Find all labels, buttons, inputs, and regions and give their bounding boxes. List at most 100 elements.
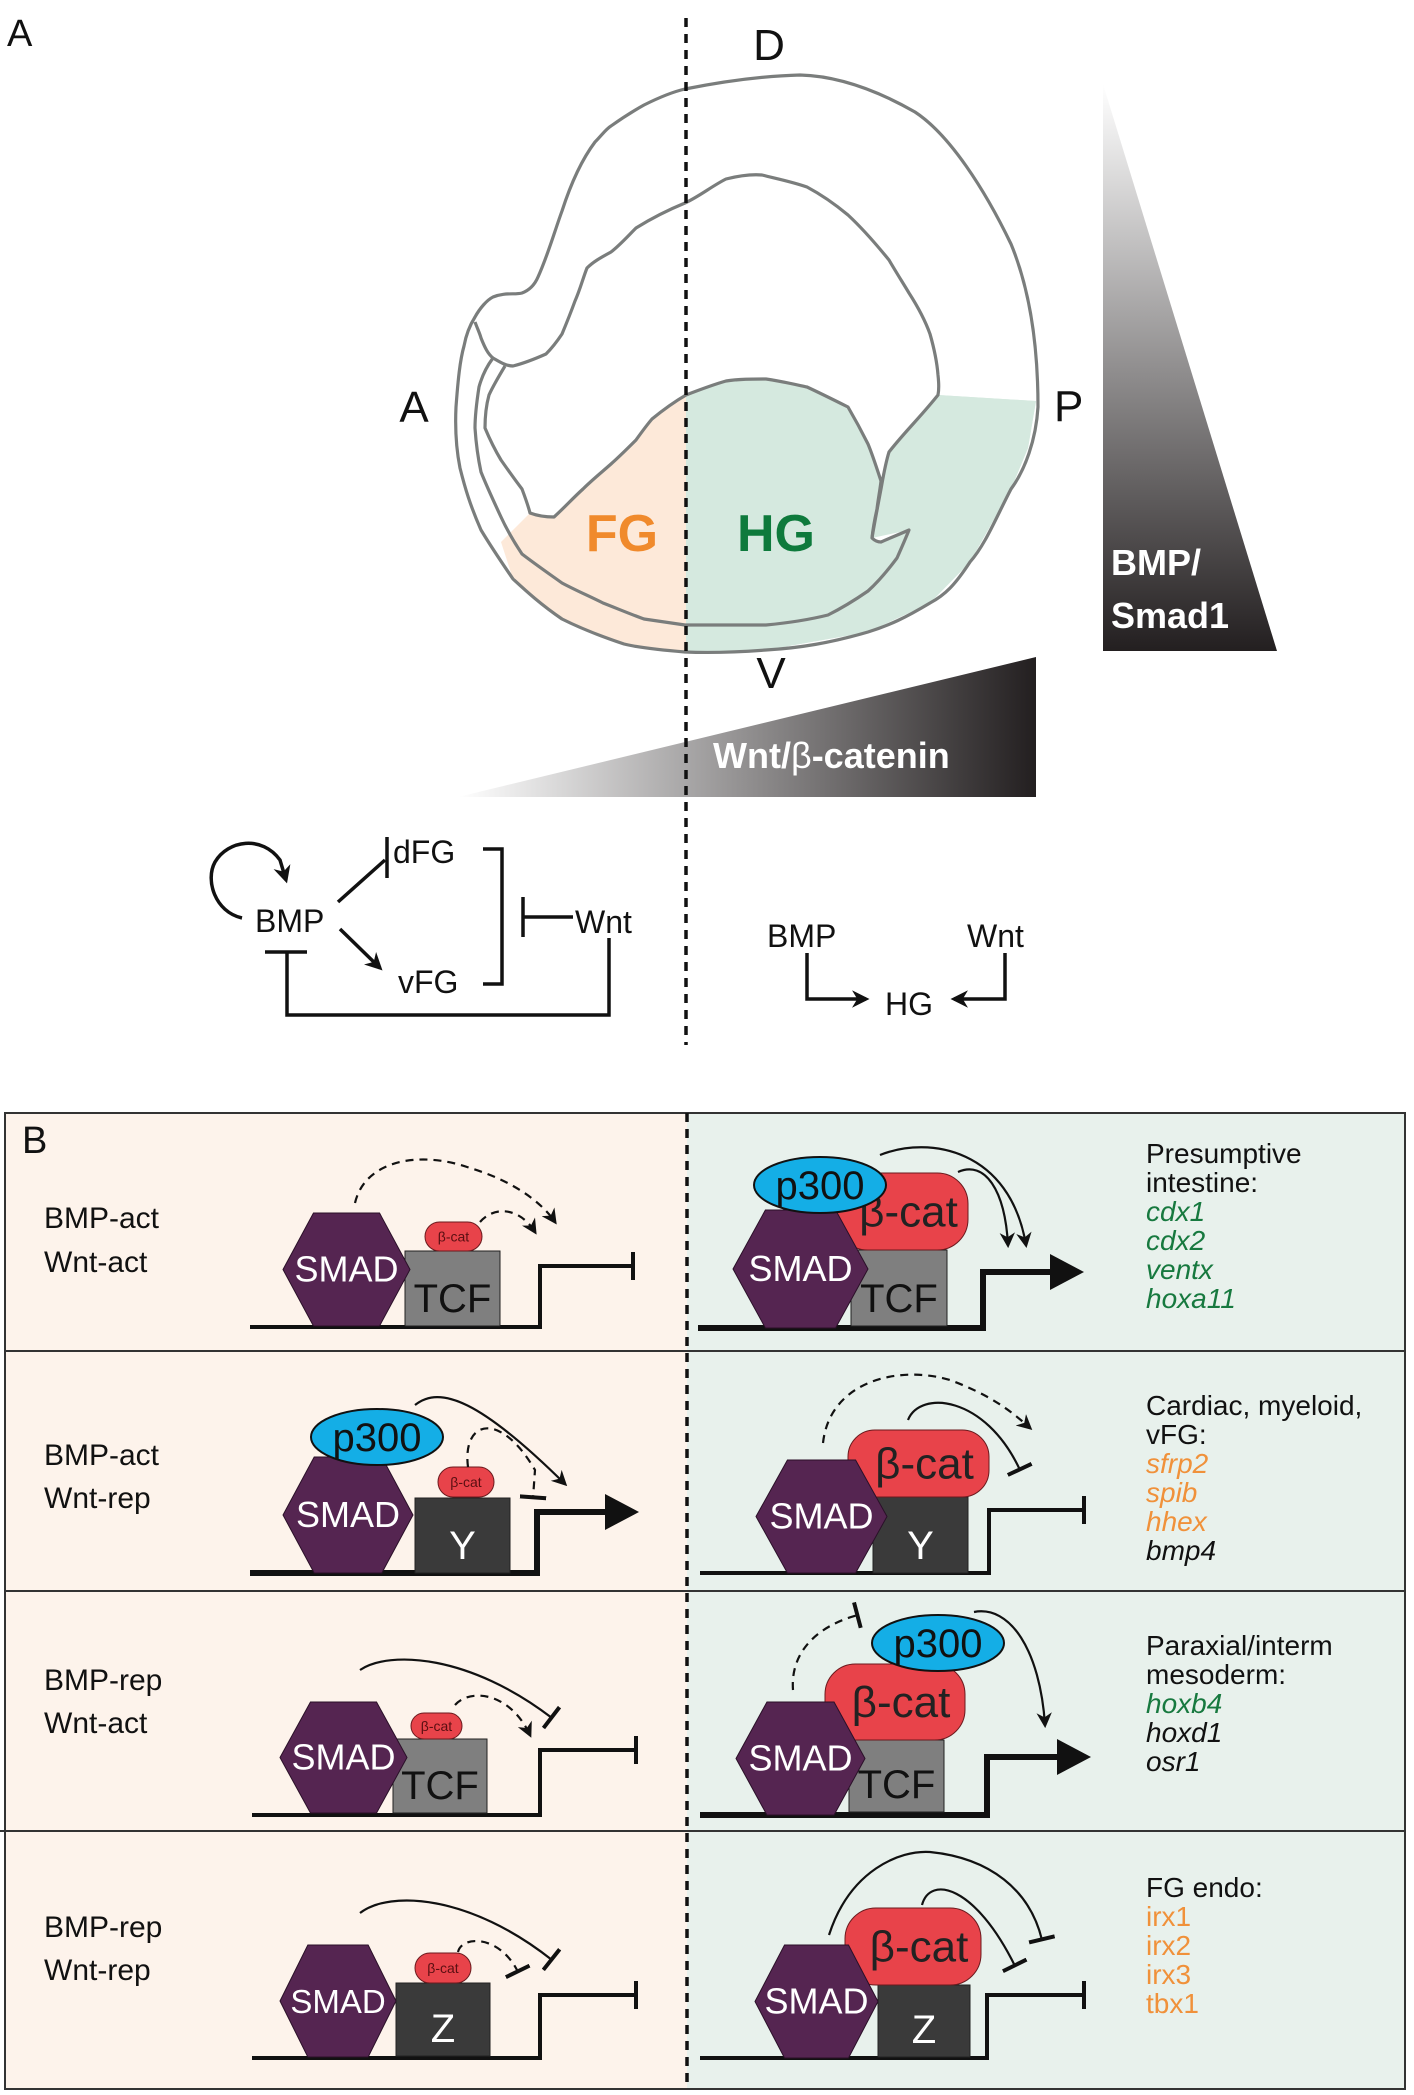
row3-bmp-label: BMP-rep	[44, 1664, 162, 1697]
row1-wnt-label: Wnt-act	[44, 1246, 148, 1279]
gene-list-heading: vFG:	[1146, 1419, 1207, 1450]
gene-list-heading: intestine:	[1146, 1167, 1258, 1198]
beta-cat-weak-activation-arc	[479, 1210, 537, 1235]
gene-list-heading: Presumptive	[1146, 1138, 1302, 1169]
gene-list-heading: Paraxial/interm	[1146, 1630, 1333, 1661]
beta-cat-weak-repression-arc	[466, 1427, 547, 1501]
beta-catenin-label: β-cat	[875, 1440, 974, 1489]
smad-repression-arc	[359, 1658, 562, 1730]
panel-a: A FG HG D A P V BMP/ Smad1 Wnt/β-catenin…	[7, 13, 1277, 1022]
transcription-complexes: TCFSMADβ-catTCFβ-catSMADp300YSMADp300β-c…	[250, 1146, 1091, 2060]
tcf-label: TCF	[414, 1277, 492, 1321]
p300-activation-arc	[414, 1396, 568, 1487]
gene-name: ventx	[1146, 1254, 1214, 1285]
net-left-dfg: dFG	[393, 834, 455, 870]
tcf-box	[404, 1250, 501, 1327]
bmp-inhibits-dfg-line	[336, 858, 387, 904]
axis-label-ventral: V	[756, 649, 786, 698]
beta-catenin-label: β-cat	[427, 1960, 459, 1976]
y-box	[414, 1497, 511, 1574]
gene-name: bmp4	[1146, 1535, 1216, 1566]
active-promoter-line	[250, 1509, 605, 1576]
transcription-arrowhead	[1050, 1254, 1084, 1290]
bmp-activates-hg-arrow	[805, 953, 870, 1008]
panel-b-border	[4, 1112, 1406, 2090]
smad-weak-activation-arc	[821, 1373, 1033, 1444]
tcf-label: TCF	[860, 1277, 938, 1321]
gene-name: hoxa11	[1146, 1283, 1236, 1314]
panel-b: B BMP-act Wnt-act BMP-act Wnt-rep BMP-re…	[0, 1112, 1406, 2090]
transcription-arrowhead	[605, 1494, 639, 1530]
beta-cat-repression-arc	[906, 1401, 1033, 1477]
row2-wnt-label: Wnt-rep	[44, 1482, 151, 1515]
embryo-inner-loop	[473, 173, 941, 627]
smad-label: SMAD	[764, 1981, 868, 2022]
beta-catenin-shape	[410, 1712, 463, 1740]
gene-name: tbx1	[1146, 1988, 1199, 2019]
gene-list-heading: FG endo:	[1146, 1872, 1263, 1903]
smad-label: SMAD	[291, 1737, 395, 1778]
tcf-box	[850, 1249, 948, 1327]
smad-repression-arc	[359, 1899, 562, 1972]
p300-activation-arc	[973, 1610, 1052, 1729]
beta-catenin-label: β-cat	[870, 1923, 969, 1972]
smad-hexagon	[735, 1701, 866, 1816]
bmp-autoactivation-arrow	[209, 841, 291, 920]
repressed-promoter-line	[252, 1748, 636, 1817]
foregut-label: FG	[586, 505, 658, 563]
foregut-bracket	[483, 847, 504, 986]
beta-catenin-shape	[424, 1221, 483, 1252]
axis-label-anterior: A	[399, 383, 429, 432]
p300-label: p300	[894, 1622, 983, 1666]
p300-label: p300	[333, 1416, 422, 1460]
y-box	[872, 1496, 969, 1574]
z-label: Z	[431, 2007, 455, 2051]
active-promoter-line	[700, 1754, 1057, 1818]
smad-hexagon	[279, 1944, 397, 2058]
z-label: Z	[912, 2008, 936, 2052]
hindgut-label: HG	[737, 505, 815, 563]
bmp-gradient-label-line2: Smad1	[1111, 595, 1229, 636]
p300-ellipse	[753, 1156, 887, 1214]
transcription-arrowhead	[1057, 1739, 1091, 1775]
smad-hexagon	[282, 1212, 411, 1327]
panel-a-label: A	[7, 13, 33, 55]
net-right-bmp: BMP	[767, 918, 836, 954]
y-label: Y	[449, 1524, 476, 1568]
gene-list-heading: Cardiac, myeloid,	[1146, 1390, 1362, 1421]
row2-bmp-label: BMP-act	[44, 1439, 160, 1472]
smad-repression-arc	[827, 1850, 1056, 1945]
wnt-inhibits-bmp-line	[285, 938, 611, 1017]
bmp-activates-vfg-arrow	[338, 927, 383, 971]
gut-tube-outline	[483, 365, 883, 539]
gene-lists: Presumptiveintestine:cdx1cdx2ventxhoxa11…	[1146, 1138, 1362, 2019]
beta-catenin-label: β-cat	[421, 1718, 453, 1734]
row3-wnt-label: Wnt-act	[44, 1707, 148, 1740]
beta-catenin-label: β-cat	[852, 1678, 951, 1727]
smad-hexagon	[754, 1944, 879, 2059]
gene-list-heading: mesoderm:	[1146, 1659, 1286, 1690]
tcf-label: TCF	[401, 1764, 479, 1808]
wnt-gradient-label: Wnt/β-catenin	[713, 735, 950, 776]
smad-hexagon	[755, 1459, 888, 1574]
p300-ellipse	[871, 1614, 1005, 1672]
row4-wnt-label: Wnt-rep	[44, 1954, 151, 1987]
active-promoter-line	[698, 1269, 1050, 1331]
beta-catenin-shape	[437, 1466, 495, 1498]
gene-name: cdx1	[1146, 1196, 1205, 1227]
p300-ellipse	[310, 1408, 444, 1466]
hindgut-posterior-region	[686, 395, 1036, 652]
bmp-gradient-label-line1: BMP/	[1111, 542, 1201, 583]
y-label: Y	[907, 1524, 934, 1568]
smad-label: SMAD	[748, 1738, 852, 1779]
